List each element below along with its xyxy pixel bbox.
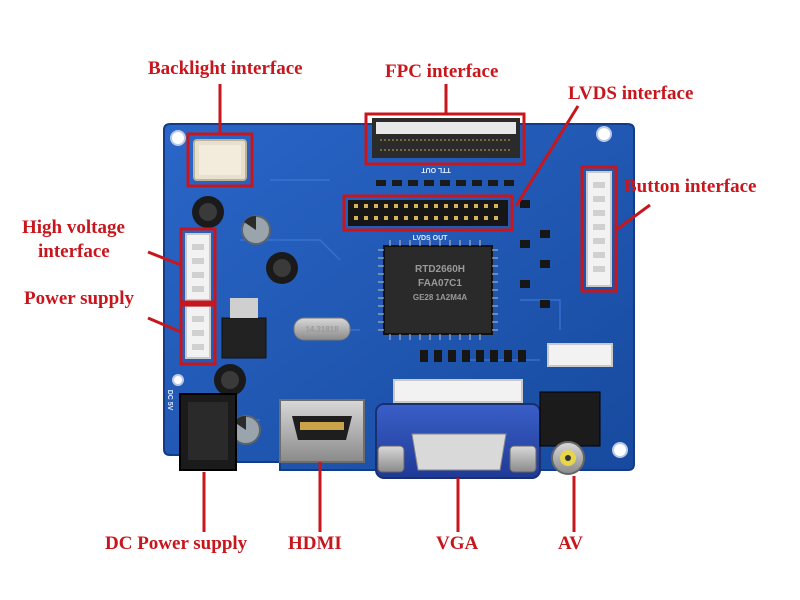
regulator-ic (221, 317, 267, 359)
silk-ttl-out: TTL OUT (421, 166, 451, 173)
label-vga: VGA (436, 533, 479, 554)
chip-leads (378, 240, 498, 340)
chip-marking-2: FAA07C1 (418, 278, 462, 289)
lvds-pins (354, 204, 498, 220)
crystal-oscillator (293, 317, 351, 341)
vga-header-connector (393, 379, 523, 403)
label-dc-power-supply: DC Power supply (105, 533, 248, 554)
main-controller-chip (383, 245, 493, 335)
leader-power-supply (147, 316, 182, 334)
lvds-header (348, 200, 508, 226)
chip-marking-1: RTD2660H (415, 264, 465, 275)
button-connector-pins (593, 182, 605, 272)
leader-lines (147, 84, 651, 532)
label-fpc-interface: FPC interface (385, 61, 499, 82)
label-power-supply: Power supply (24, 288, 134, 309)
label-av: AV (558, 533, 583, 554)
leader-high-voltage (147, 250, 182, 267)
label-button-interface: Button interface (624, 176, 757, 197)
vga-screws (377, 445, 537, 473)
fpc-passives (376, 180, 514, 186)
mounting-holes (170, 126, 628, 458)
label-high-voltage-line1: High voltage (22, 217, 125, 238)
silk-dc-5v: DC 5V (166, 390, 173, 411)
highlight-high-voltage (179, 227, 217, 307)
aux-connector (547, 343, 613, 367)
label-backlight-interface: Backlight interface (148, 58, 303, 79)
silk-lvds-out: LVDS OUT (413, 235, 449, 242)
highlight-power-supply (179, 300, 217, 366)
leader-lvds (514, 105, 580, 207)
inductors (192, 196, 298, 396)
av-jack-body (539, 391, 601, 447)
label-hdmi: HDMI (288, 533, 342, 554)
label-high-voltage-line2: interface (38, 241, 110, 262)
smd-row (420, 200, 550, 362)
chip-marking-3: GE28 1A2M4A (413, 293, 467, 302)
leader-button (615, 203, 651, 232)
crystal-marking: 14.31818 (305, 325, 339, 334)
label-lvds-interface: LVDS interface (568, 83, 694, 104)
highlight-lvds (342, 194, 514, 232)
